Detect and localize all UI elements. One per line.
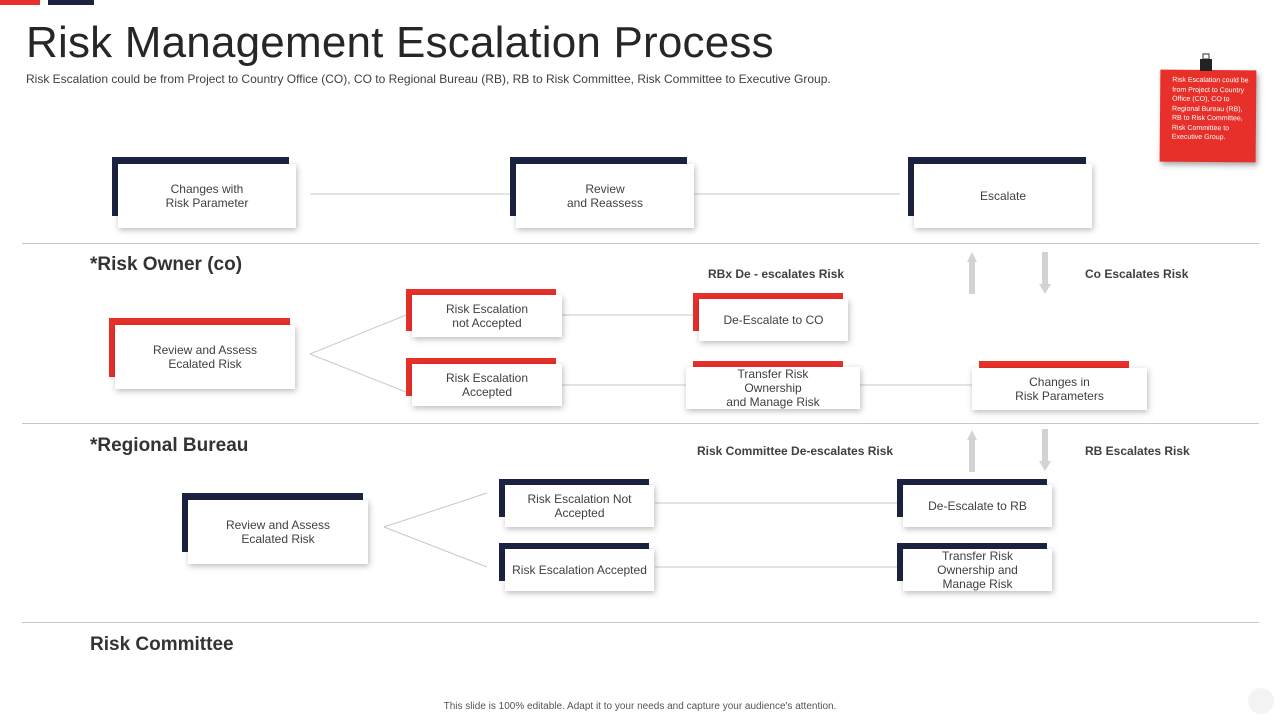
top-accent-navy (48, 0, 94, 5)
label-co-escalates: Co Escalates Risk (1085, 267, 1189, 281)
connector-rb-fork-down (383, 526, 488, 568)
corner-circle (1248, 688, 1274, 714)
box-rb-accepted-label: Risk Escalation Accepted (505, 549, 654, 591)
connector-co-fork-down (309, 353, 407, 393)
box-changes-risk-parameters-label: Changes in Risk Parameters (972, 368, 1147, 410)
connector-rb-fork-up (383, 492, 488, 528)
box-de-escalate-co-label: De-Escalate to CO (699, 299, 848, 341)
box-rb-transfer-label: Transfer Risk Ownership and Manage Risk (903, 549, 1052, 591)
up-arrow-icon (967, 430, 977, 472)
label-rbx-de-escalates: RBx De - escalates Risk (708, 267, 845, 281)
box-review-reassess-label: Review and Reassess (516, 164, 694, 228)
connector-co-fork-up (309, 314, 407, 355)
box-changes-risk-parameter-label: Changes with Risk Parameter (118, 164, 296, 228)
label-rb-escalates: RB Escalates Risk (1085, 444, 1190, 458)
divider-3 (22, 622, 1259, 623)
box-co-review-assess-label: Review and Assess Ecalated Risk (115, 325, 295, 389)
top-accent-red (0, 0, 40, 5)
page-subtitle: Risk Escalation could be from Project to… (26, 72, 831, 86)
label-rc-de-escalates: Risk Committee De-escalates Risk (697, 444, 894, 458)
box-rb-not-accepted-label: Risk Escalation Not Accepted (505, 485, 654, 527)
box-co-not-accepted-label: Risk Escalation not Accepted (412, 295, 562, 337)
box-de-escalate-rb-label: De-Escalate to RB (903, 485, 1052, 527)
divider-1 (22, 243, 1259, 244)
up-arrow-icon (967, 252, 977, 294)
divider-2 (22, 423, 1259, 424)
section-risk-owner: *Risk Owner (co) (90, 254, 243, 275)
binder-clip-icon (1200, 53, 1212, 71)
box-co-transfer-label: Transfer Risk Ownership and Manage Risk (686, 367, 860, 409)
box-co-accepted-label: Risk Escalation Accepted (412, 364, 562, 406)
footer-text: This slide is 100% editable. Adapt it to… (443, 701, 837, 712)
box-escalate-label: Escalate (914, 164, 1092, 228)
down-arrow-icon (1039, 429, 1051, 471)
section-regional-bureau: *Regional Bureau (90, 435, 249, 456)
section-risk-committee: Risk Committee (90, 634, 234, 655)
down-arrow-icon (1039, 252, 1051, 294)
page-title: Risk Management Escalation Process (26, 18, 774, 67)
box-rb-review-assess-label: Review and Assess Ecalated Risk (188, 500, 368, 564)
